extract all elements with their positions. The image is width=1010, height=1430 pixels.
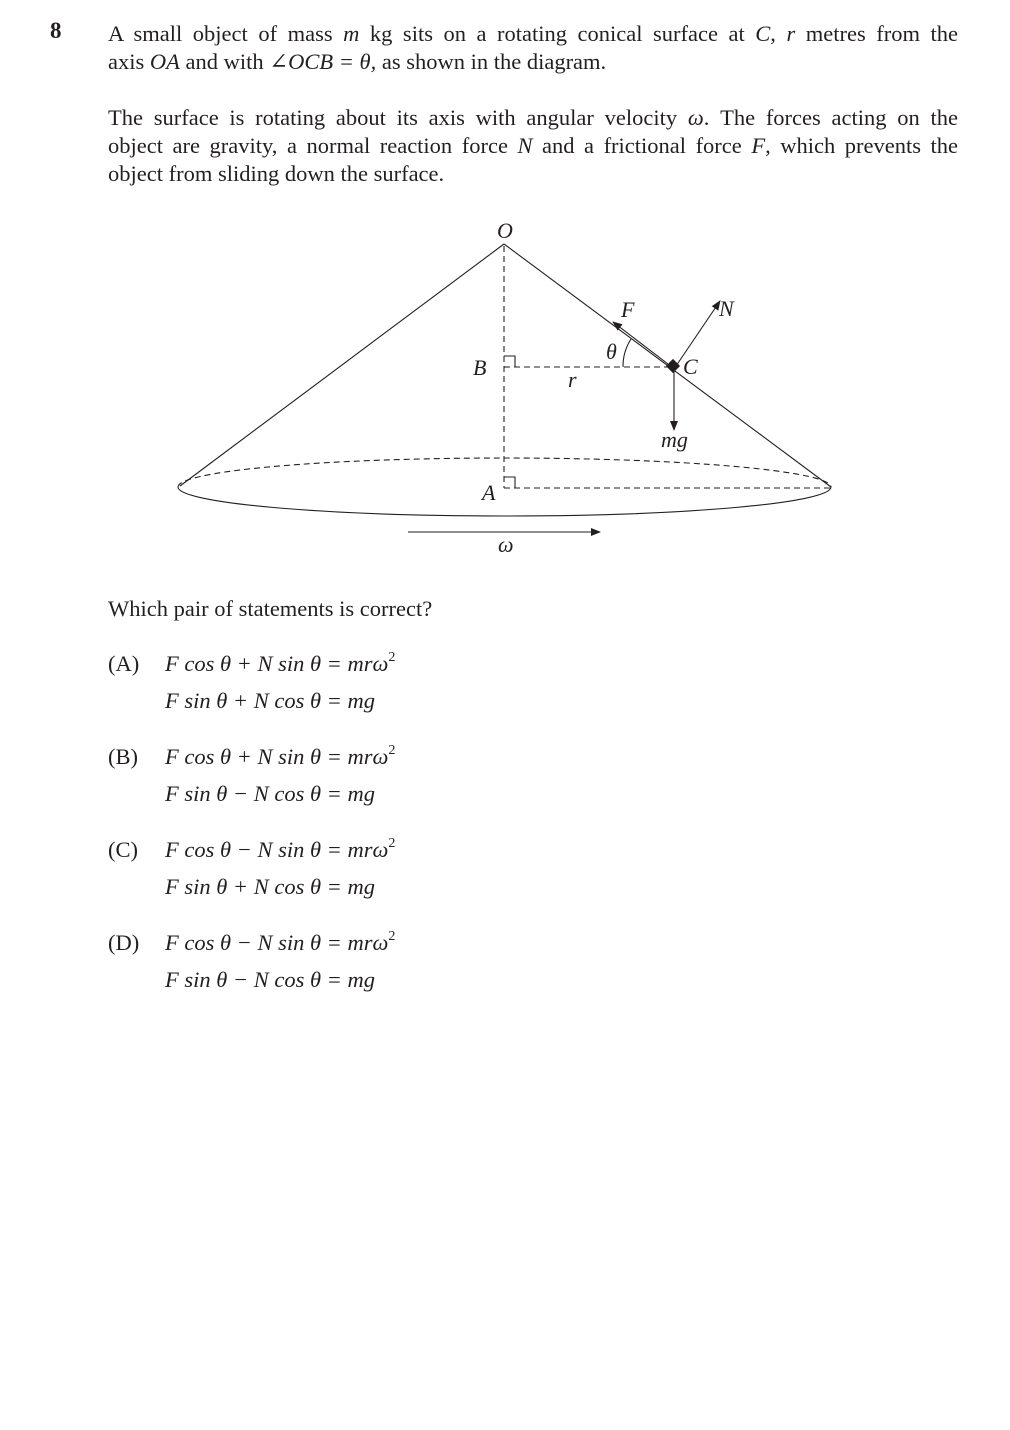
cone-diagram: O F N θ B C r mg A ω bbox=[177, 218, 832, 557]
option-b-equation-2: F sin θ − N cos θ = mg bbox=[165, 781, 375, 806]
label-r: r bbox=[568, 367, 577, 392]
label-F: F bbox=[620, 297, 635, 322]
label-B: B bbox=[473, 355, 486, 380]
object-C bbox=[665, 358, 681, 374]
question-number: 8 bbox=[50, 18, 62, 43]
normal-arrow bbox=[675, 300, 721, 367]
option-c-equation-1: F cos θ − N sin θ = mrω2 bbox=[165, 835, 396, 863]
label-C: C bbox=[683, 354, 698, 379]
intro-paragraph: A small object of mass m kg sits on a ro… bbox=[108, 20, 958, 76]
option-a-letter: (A) bbox=[108, 651, 140, 676]
right-angle-A bbox=[504, 476, 516, 488]
right-angle-B bbox=[504, 355, 516, 367]
forces-line-3: object from sliding down the surface. bbox=[108, 161, 445, 186]
option-a-equation-2: F sin θ + N cos θ = mg bbox=[165, 688, 375, 713]
intro-line-2: axis OA and with ∠OCB = θ, as shown in t… bbox=[108, 49, 607, 74]
option-a-equation-1: F cos θ + N sin θ = mrω2 bbox=[165, 649, 396, 677]
forces-line-2: object are gravity, a normal reaction fo… bbox=[108, 133, 958, 158]
option-d-equation-1: F cos θ − N sin θ = mrω2 bbox=[165, 928, 396, 956]
label-A: A bbox=[480, 480, 496, 505]
cone-base-front bbox=[177, 486, 832, 517]
option-c-equation-2: F sin θ + N cos θ = mg bbox=[165, 874, 375, 899]
forces-paragraph: The surface is rotating about its axis w… bbox=[108, 104, 958, 188]
option-b-equation-1: F cos θ + N sin θ = mrω2 bbox=[165, 742, 396, 770]
label-N: N bbox=[718, 296, 735, 321]
option-d-equation-2: F sin θ − N cos θ = mg bbox=[165, 967, 375, 992]
cone-left-edge bbox=[179, 243, 505, 487]
label-O: O bbox=[497, 218, 513, 243]
forces-line-1: The surface is rotating about its axis w… bbox=[108, 105, 958, 130]
question-prompt: Which pair of statements is correct? bbox=[108, 596, 433, 621]
intro-line-1: A small object of mass m kg sits on a ro… bbox=[108, 21, 959, 46]
option-d-letter: (D) bbox=[108, 930, 140, 955]
friction-arrow bbox=[612, 321, 669, 365]
option-b-letter: (B) bbox=[108, 744, 138, 769]
label-mg: mg bbox=[661, 427, 688, 452]
option-c-letter: (C) bbox=[108, 837, 138, 862]
label-theta: θ bbox=[606, 339, 617, 364]
cone-base-back bbox=[177, 457, 832, 488]
theta-arc bbox=[622, 338, 632, 368]
label-omega: ω bbox=[498, 532, 514, 557]
